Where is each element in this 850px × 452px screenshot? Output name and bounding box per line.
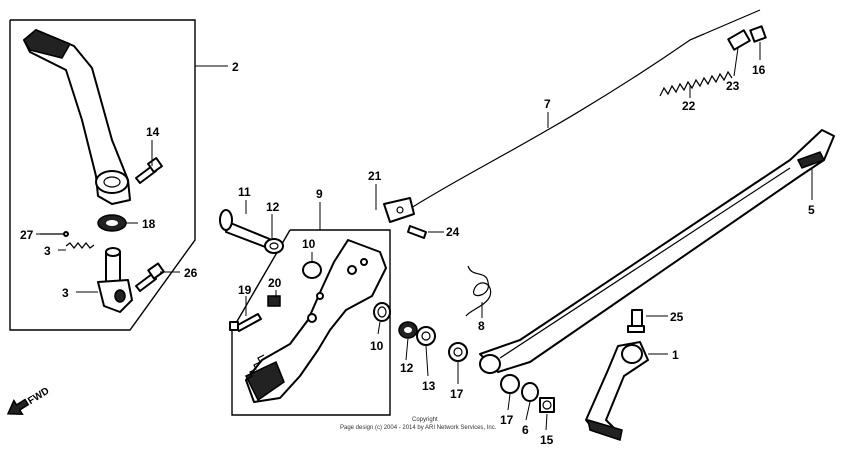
joint-23 <box>727 29 751 51</box>
callout-13: 13 <box>422 379 436 393</box>
callout-7: 7 <box>544 97 551 111</box>
washer-18 <box>97 214 127 232</box>
callout-21: 21 <box>368 169 382 183</box>
callout-19: 19 <box>238 283 252 297</box>
callout-9: 8 <box>478 319 485 333</box>
callout-5: 5 <box>808 203 815 217</box>
spring-22 <box>659 70 733 97</box>
washer-12-upper <box>264 238 284 254</box>
nut-15 <box>539 397 555 413</box>
callout-11: 11 <box>238 185 251 199</box>
forward-direction-indicator: FWD <box>6 386 51 415</box>
callout-10-upper: 10 <box>302 237 316 251</box>
seal-17-right <box>500 374 520 394</box>
brake-rod-7 <box>383 9 761 223</box>
gearshift-pedal-1 <box>585 341 649 441</box>
bolt-25 <box>627 309 645 333</box>
callout-3: 3 <box>62 286 69 300</box>
bushing-10-upper <box>302 261 322 279</box>
callout-25: 25 <box>670 310 684 324</box>
callout-15: 15 <box>540 433 554 447</box>
bolt-26 <box>135 262 165 292</box>
rear-brake-pedal-8 <box>244 239 387 403</box>
callout-10-lower: 10 <box>370 339 384 353</box>
callout-22: 22 <box>682 99 696 113</box>
bolt-14 <box>135 157 163 184</box>
callout-17-left: 17 <box>450 387 464 401</box>
callout-18: 18 <box>142 217 156 231</box>
washer-13 <box>416 326 436 346</box>
bushing-10-lower <box>373 302 391 322</box>
return-spring-9 <box>465 265 492 317</box>
callout-14: 14 <box>146 125 160 139</box>
callout-27: 27 <box>20 228 34 242</box>
copyright-line-2: Page design (c) 2004 - 2014 by ARI Netwo… <box>340 425 497 431</box>
leader-lines <box>36 42 813 431</box>
collar-6 <box>521 382 539 402</box>
copyright-line-1: Copyright <box>412 417 438 423</box>
callout-1: 1 <box>672 348 679 362</box>
callout-26: 26 <box>184 266 198 280</box>
callout-4: 3 <box>44 244 51 258</box>
spring-4 <box>65 242 95 249</box>
callout-16: 16 <box>752 63 766 77</box>
callout-20: 20 <box>268 276 282 290</box>
callout-23: 23 <box>726 79 740 93</box>
callout-2: 2 <box>232 60 239 74</box>
bolt-19 <box>229 313 262 332</box>
nut-20 <box>267 295 281 307</box>
brake-arm-5 <box>479 129 835 374</box>
pin-24 <box>407 225 427 239</box>
kick-starter-group-frame <box>9 19 196 331</box>
callout-17-right: 17 <box>500 413 514 427</box>
seal-17-left <box>448 342 468 362</box>
brake-pivot-shaft-11 <box>219 209 273 249</box>
callout-12-upper: 12 <box>266 200 280 214</box>
brake-pedal-group-frame <box>231 229 391 416</box>
callout-8: 9 <box>316 187 323 201</box>
nut-16 <box>749 25 767 43</box>
fwd-label: FWD <box>26 386 51 407</box>
kick-spindle-3 <box>97 247 133 313</box>
callout-6: 6 <box>522 423 529 437</box>
kick-starter-arm <box>23 29 131 205</box>
callout-12-lower: 12 <box>400 361 414 375</box>
callout-24: 24 <box>446 225 460 239</box>
